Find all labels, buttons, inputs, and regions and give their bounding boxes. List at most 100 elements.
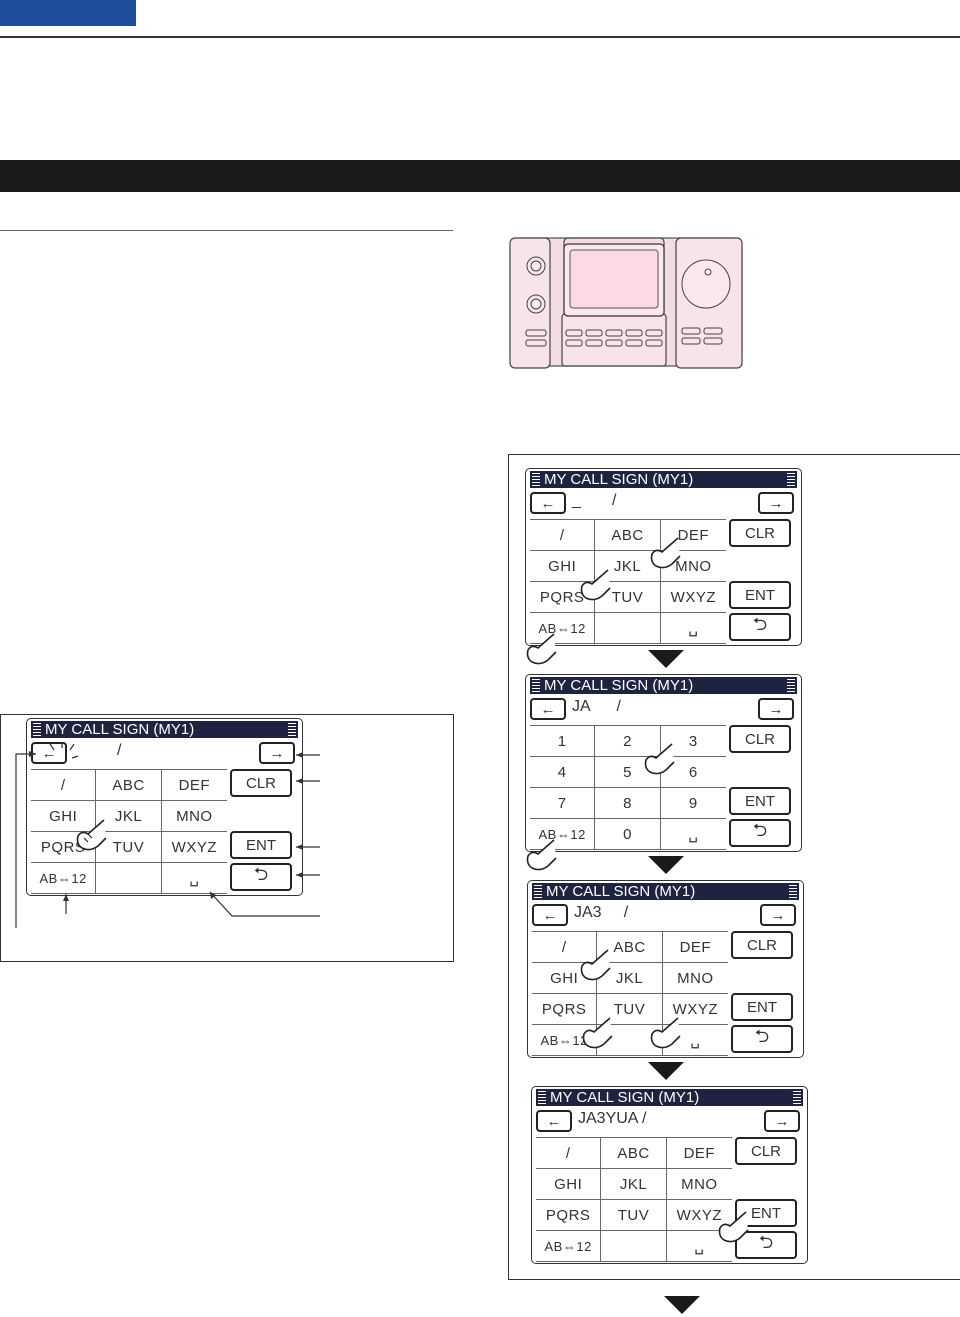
key-4[interactable]: 4 <box>530 757 596 788</box>
key-mode-toggle[interactable]: AB⇔12 <box>536 1231 602 1262</box>
cursor-right-button[interactable]: → <box>259 742 295 764</box>
call-sign-screen-step1: MY CALL SIGN (MY1) ← _ / → / ABC DEF GHI… <box>525 468 802 646</box>
key-6[interactable]: 6 <box>660 757 726 788</box>
back-button[interactable]: ⮌ <box>735 1231 797 1259</box>
key-blank <box>601 1231 667 1262</box>
clr-button[interactable]: CLR <box>729 519 791 547</box>
key-abc[interactable]: ABC <box>597 932 663 963</box>
cursor-left-button[interactable]: ← <box>530 698 566 720</box>
ent-button[interactable]: ENT <box>729 581 791 609</box>
key-tuv[interactable]: TUV <box>601 1200 667 1231</box>
key-jkl[interactable]: JKL <box>597 963 663 994</box>
clr-button[interactable]: CLR <box>731 931 793 959</box>
key-abc[interactable]: ABC <box>595 520 661 551</box>
key-jkl[interactable]: JKL <box>601 1169 667 1200</box>
key-slash[interactable]: / <box>536 1138 602 1169</box>
keypad-numeric: 1 2 3 4 5 6 7 8 9 AB⇔12 0 ␣ <box>530 725 726 850</box>
key-mode-toggle[interactable]: AB⇔12 <box>530 613 596 644</box>
key-blank <box>96 863 162 894</box>
key-8[interactable]: 8 <box>595 788 661 819</box>
back-button[interactable]: ⮌ <box>731 1025 793 1053</box>
cursor-right-button[interactable]: → <box>758 698 794 720</box>
key-def[interactable]: DEF <box>660 520 726 551</box>
finger-tap-icon <box>526 839 557 871</box>
key-space[interactable]: ␣ <box>161 863 227 894</box>
key-mno[interactable]: MNO <box>662 963 728 994</box>
step-arrow-icon <box>664 1296 700 1314</box>
key-pqrs[interactable]: PQRS <box>532 994 598 1025</box>
subsection-rule <box>0 230 453 231</box>
key-pqrs[interactable]: PQRS <box>536 1200 602 1231</box>
key-1[interactable]: 1 <box>530 726 596 757</box>
section-title-band <box>0 160 960 192</box>
key-tuv[interactable]: TUV <box>595 582 661 613</box>
back-button[interactable]: ⮌ <box>230 863 292 891</box>
finger-tap-icon <box>526 633 557 665</box>
key-slash[interactable]: / <box>532 932 598 963</box>
key-7[interactable]: 7 <box>530 788 596 819</box>
key-space[interactable]: ␣ <box>660 819 726 850</box>
key-wxyz[interactable]: WXYZ <box>161 832 227 863</box>
key-wxyz[interactable]: WXYZ <box>662 994 728 1025</box>
key-slash[interactable]: / <box>530 520 596 551</box>
key-tuv[interactable]: TUV <box>597 994 663 1025</box>
key-def[interactable]: DEF <box>666 1138 732 1169</box>
cursor-left-button[interactable]: ← <box>530 492 566 514</box>
screen-title: MY CALL SIGN (MY1) <box>532 883 799 900</box>
key-def[interactable]: DEF <box>161 770 227 801</box>
ent-button[interactable]: ENT <box>230 831 292 859</box>
ent-button[interactable]: ENT <box>731 993 793 1021</box>
key-space[interactable]: ␣ <box>666 1231 732 1262</box>
header-tab <box>0 0 136 26</box>
key-wxyz[interactable]: WXYZ <box>666 1200 732 1231</box>
key-0[interactable]: 0 <box>595 819 661 850</box>
key-3[interactable]: 3 <box>660 726 726 757</box>
finger-tap-icon <box>580 569 611 601</box>
cursor-right-button[interactable]: → <box>758 492 794 514</box>
clr-button[interactable]: CLR <box>230 769 292 797</box>
screen-title: MY CALL SIGN (MY1) <box>530 471 797 488</box>
step-arrow-icon <box>648 1062 684 1080</box>
screen-title: MY CALL SIGN (MY1) <box>536 1089 803 1106</box>
finger-tap-icon <box>582 1017 613 1049</box>
key-mno[interactable]: MNO <box>666 1169 732 1200</box>
key-blank <box>595 613 661 644</box>
key-9[interactable]: 9 <box>660 788 726 819</box>
key-2[interactable]: 2 <box>595 726 661 757</box>
finger-tap-icon <box>580 949 611 981</box>
key-mode-toggle[interactable]: AB⇔12 <box>31 863 97 894</box>
screen-title: MY CALL SIGN (MY1) <box>31 721 298 738</box>
key-tuv[interactable]: TUV <box>96 832 162 863</box>
keypad: / ABC DEF GHI JKL MNO PQRS TUV WXYZ AB⇔1… <box>530 519 726 644</box>
call-sign-entry: JA3YUA / <box>578 1110 647 1127</box>
key-jkl[interactable]: JKL <box>96 801 162 832</box>
clr-button[interactable]: CLR <box>729 725 791 753</box>
ent-button[interactable]: ENT <box>729 787 791 815</box>
key-abc[interactable]: ABC <box>601 1138 667 1169</box>
key-mno[interactable]: MNO <box>161 801 227 832</box>
key-ghi[interactable]: GHI <box>31 801 97 832</box>
cursor-right-button[interactable]: → <box>764 1110 800 1132</box>
finger-tap-icon <box>650 537 681 569</box>
keypad: / ABC DEF GHI JKL MNO PQRS TUV WXYZ AB⇔1… <box>31 769 227 894</box>
figure-frame-left <box>0 714 454 962</box>
radio-front-panel-illustration <box>509 237 743 369</box>
cursor-left-button[interactable]: ← <box>536 1110 572 1132</box>
key-ghi[interactable]: GHI <box>530 551 596 582</box>
call-sign-entry: / <box>117 742 122 759</box>
key-ghi[interactable]: GHI <box>536 1169 602 1200</box>
key-wxyz[interactable]: WXYZ <box>660 582 726 613</box>
key-slash[interactable]: / <box>31 770 97 801</box>
cursor-left-button[interactable]: ← <box>532 904 568 926</box>
key-def[interactable]: DEF <box>662 932 728 963</box>
key-space[interactable]: ␣ <box>662 1025 728 1056</box>
cursor-right-button[interactable]: → <box>760 904 796 926</box>
key-mno[interactable]: MNO <box>660 551 726 582</box>
back-button[interactable]: ⮌ <box>729 819 791 847</box>
key-mode-toggle[interactable]: AB⇔12 <box>530 819 596 850</box>
key-space[interactable]: ␣ <box>660 613 726 644</box>
clr-button[interactable]: CLR <box>735 1137 797 1165</box>
call-sign-entry: JA / <box>572 698 621 715</box>
key-abc[interactable]: ABC <box>96 770 162 801</box>
back-button[interactable]: ⮌ <box>729 613 791 641</box>
